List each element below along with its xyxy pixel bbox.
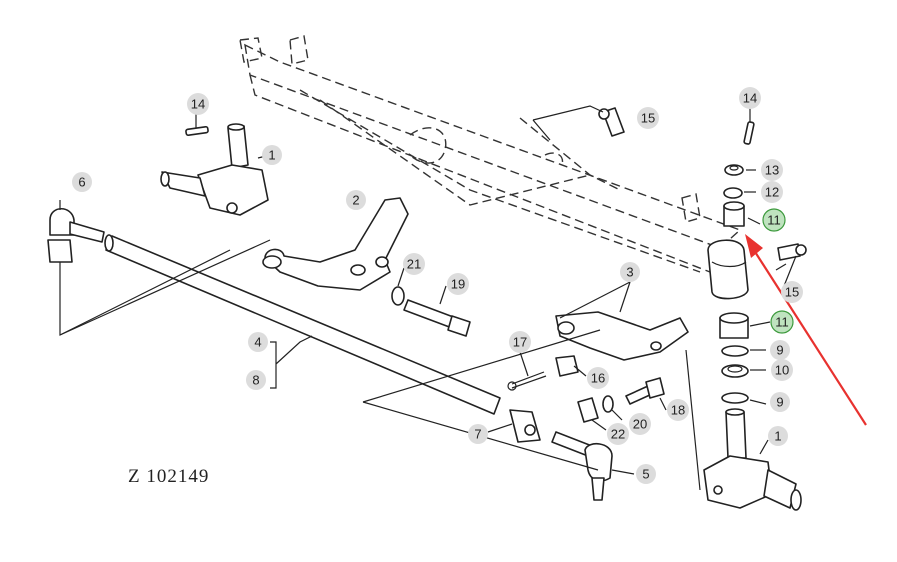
left-steering-knuckle bbox=[160, 123, 269, 216]
svg-text:16: 16 bbox=[591, 371, 605, 386]
callout-18: 18 bbox=[667, 399, 689, 421]
steering-arm-right bbox=[555, 311, 689, 361]
callout-5: 5 bbox=[636, 464, 656, 484]
washer-12 bbox=[723, 187, 743, 199]
red-pointer-arrow bbox=[745, 234, 867, 426]
washer-9-upper bbox=[721, 345, 749, 357]
front-axle-beam bbox=[239, 35, 742, 273]
callout-2: 2 bbox=[346, 190, 366, 210]
nut-22 bbox=[577, 397, 599, 423]
callout-20: 20 bbox=[629, 413, 651, 435]
callout-8: 8 bbox=[246, 370, 266, 390]
callout-15: 15 bbox=[781, 281, 803, 303]
svg-text:1: 1 bbox=[268, 148, 275, 163]
callout-4: 4 bbox=[248, 332, 268, 352]
svg-text:17: 17 bbox=[513, 335, 527, 350]
svg-text:15: 15 bbox=[641, 111, 655, 126]
callout-6: 6 bbox=[72, 172, 92, 192]
callout-14: 14 bbox=[739, 87, 761, 109]
tie-rod-end-left bbox=[47, 207, 105, 263]
svg-text:1: 1 bbox=[774, 429, 781, 444]
svg-text:13: 13 bbox=[765, 163, 779, 178]
bushing-11-top bbox=[723, 201, 745, 227]
svg-text:9: 9 bbox=[776, 395, 783, 410]
svg-text:9: 9 bbox=[776, 343, 783, 358]
callout-19: 19 bbox=[447, 273, 469, 295]
svg-text:12: 12 bbox=[765, 185, 779, 200]
callout-10: 10 bbox=[771, 359, 793, 381]
callout-1: 1 bbox=[262, 145, 282, 165]
bolt-19 bbox=[403, 299, 471, 337]
svg-text:6: 6 bbox=[78, 175, 85, 190]
svg-text:14: 14 bbox=[743, 91, 757, 106]
callout-21: 21 bbox=[403, 253, 425, 275]
pin-right bbox=[743, 121, 755, 145]
callout-17: 17 bbox=[509, 331, 531, 353]
right-steering-knuckle bbox=[703, 408, 802, 511]
svg-text:2: 2 bbox=[352, 193, 359, 208]
tie-rod-clamp bbox=[509, 409, 541, 443]
callout-1: 1 bbox=[768, 426, 788, 446]
svg-text:19: 19 bbox=[451, 277, 465, 292]
svg-text:21: 21 bbox=[407, 257, 421, 272]
svg-text:5: 5 bbox=[642, 467, 649, 482]
bushing-11-bottom bbox=[719, 312, 749, 339]
callout-9: 9 bbox=[770, 392, 790, 412]
callout-7: 7 bbox=[468, 424, 488, 444]
svg-text:3: 3 bbox=[626, 265, 633, 280]
grease-nipple-right bbox=[777, 243, 807, 261]
svg-text:22: 22 bbox=[611, 427, 625, 442]
tie-rod-tube bbox=[104, 234, 501, 415]
callout-14: 14 bbox=[187, 93, 209, 115]
svg-text:18: 18 bbox=[671, 403, 685, 418]
thrust-bearing-10 bbox=[721, 364, 749, 378]
castle-nut-16 bbox=[555, 355, 579, 377]
svg-text:11: 11 bbox=[775, 315, 789, 330]
svg-text:15: 15 bbox=[785, 285, 799, 300]
washer-9-lower bbox=[721, 392, 749, 404]
pin-left bbox=[185, 125, 209, 137]
tie-rod-end-right bbox=[551, 431, 613, 501]
callout-9: 9 bbox=[770, 340, 790, 360]
svg-text:4: 4 bbox=[254, 335, 261, 350]
washer-21 bbox=[391, 286, 405, 306]
nut-13 bbox=[724, 164, 744, 176]
svg-text:20: 20 bbox=[633, 417, 647, 432]
cotter-pin-17 bbox=[507, 371, 547, 391]
callout-11-highlighted: 11 bbox=[762, 208, 786, 232]
steering-arm-left bbox=[262, 197, 409, 291]
callout-3: 3 bbox=[620, 262, 640, 282]
callout-16: 16 bbox=[587, 367, 609, 389]
svg-text:8: 8 bbox=[252, 373, 259, 388]
drawing-reference-code: Z 102149 bbox=[128, 466, 210, 487]
callout-13: 13 bbox=[761, 159, 783, 181]
svg-text:14: 14 bbox=[191, 97, 205, 112]
svg-text:11: 11 bbox=[767, 213, 781, 228]
axle-pivot-housing bbox=[707, 239, 749, 300]
callout-22: 22 bbox=[607, 423, 629, 445]
svg-text:10: 10 bbox=[775, 363, 789, 378]
callout-11-highlighted: 11 bbox=[770, 310, 794, 334]
callout-12: 12 bbox=[761, 181, 783, 203]
callout-labels: 14 1 15 14 13 12 11 2 6 21 19 15 3 11 17… bbox=[72, 87, 803, 484]
svg-text:7: 7 bbox=[474, 427, 481, 442]
callout-15: 15 bbox=[637, 107, 659, 129]
bolt-18 bbox=[625, 377, 665, 405]
washer-20 bbox=[602, 395, 614, 413]
